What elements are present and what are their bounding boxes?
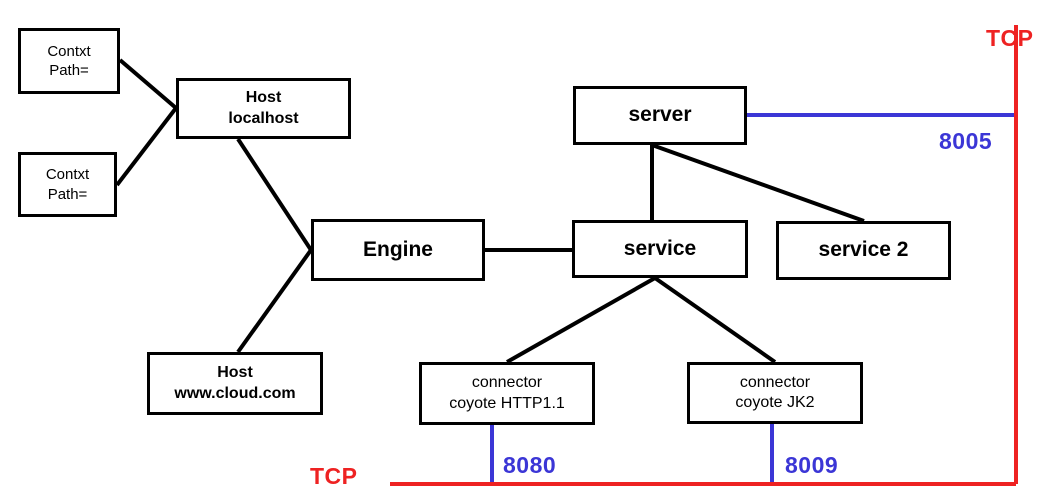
node-service-line-1: service bbox=[623, 236, 697, 260]
node-connector-http-line-2: coyote HTTP1.1 bbox=[449, 394, 565, 412]
node-contxt1-line-1: Contxt bbox=[47, 42, 91, 60]
edge-contxt2-to-host-localhost bbox=[115, 106, 178, 187]
node-host-localhost-line-1: Host bbox=[245, 89, 282, 107]
node-connector-http-line-1: connector bbox=[471, 374, 543, 392]
node-host-localhost-line-2: localhost bbox=[228, 109, 299, 127]
connector-lines bbox=[115, 58, 865, 364]
edge-contxt1-to-host-localhost bbox=[118, 58, 178, 110]
node-service: service bbox=[572, 220, 748, 278]
node-contxt1-line-2: Path= bbox=[49, 62, 89, 79]
node-connector-http: connector coyote HTTP1.1 bbox=[419, 362, 595, 425]
node-host-cloud-line-2: www.cloud.com bbox=[174, 384, 296, 402]
tcp-bus-lines bbox=[390, 25, 1018, 486]
node-engine-line-1: Engine bbox=[362, 237, 433, 261]
node-server: server bbox=[573, 86, 747, 145]
edge-service-to-connector-http bbox=[506, 276, 656, 364]
port-label-8009: 8009 bbox=[785, 452, 839, 478]
edge-host-cloud-to-engine bbox=[236, 248, 313, 354]
edge-host-localhost-to-engine bbox=[236, 137, 313, 252]
port-label-8005: 8005 bbox=[939, 128, 993, 154]
node-server-line-1: server bbox=[628, 103, 692, 127]
node-service2-line-1: service 2 bbox=[818, 238, 909, 262]
edge-server-to-service2 bbox=[651, 143, 865, 223]
node-service2: service 2 bbox=[776, 221, 951, 280]
tcp-label-top: TCP bbox=[986, 25, 1034, 51]
node-connector-jk2: connector coyote JK2 bbox=[687, 362, 863, 424]
node-contxt2-line-1: Contxt bbox=[45, 166, 90, 184]
node-host-cloud: Host www.cloud.com bbox=[147, 352, 323, 415]
tcp-label-bottom: TCP bbox=[310, 463, 358, 489]
node-connector-jk2-line-1: connector bbox=[739, 373, 811, 391]
edge-service-to-connector-jk2 bbox=[653, 276, 777, 364]
port-lines bbox=[490, 113, 1016, 484]
node-connector-jk2-line-2: coyote JK2 bbox=[735, 394, 815, 411]
node-host-localhost: Host localhost bbox=[176, 78, 351, 139]
port-label-8080: 8080 bbox=[503, 452, 557, 478]
node-host-cloud-line-1: Host bbox=[217, 364, 253, 382]
node-contxt2-line-2: Path= bbox=[47, 185, 88, 203]
node-engine: Engine bbox=[311, 219, 485, 281]
